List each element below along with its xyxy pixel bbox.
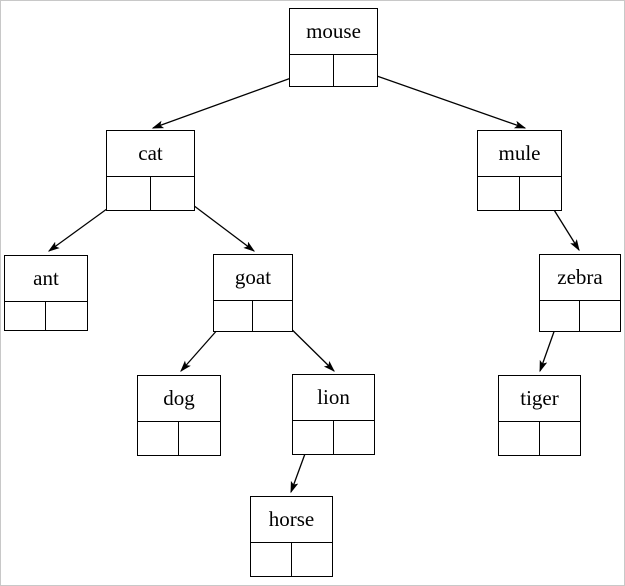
right-pointer-cell[interactable] <box>292 543 333 576</box>
pointer-row <box>499 422 580 455</box>
left-pointer-cell[interactable] <box>138 422 179 455</box>
pointer-row <box>251 543 332 576</box>
tree-node-tiger[interactable]: tiger <box>498 375 581 456</box>
right-pointer-cell[interactable] <box>179 422 220 455</box>
tree-node-label: zebra <box>540 255 620 301</box>
tree-node-label: horse <box>251 497 332 543</box>
left-pointer-cell[interactable] <box>540 301 580 331</box>
tree-node-ant[interactable]: ant <box>4 255 88 331</box>
tree-node-mouse[interactable]: mouse <box>289 8 378 87</box>
pointer-row <box>478 177 561 210</box>
right-pointer-cell[interactable] <box>540 422 581 455</box>
right-pointer-cell[interactable] <box>253 301 292 331</box>
tree-node-goat[interactable]: goat <box>213 254 293 332</box>
left-pointer-cell[interactable] <box>5 302 46 330</box>
pointer-row <box>290 55 377 86</box>
right-pointer-cell[interactable] <box>334 421 375 454</box>
right-pointer-cell[interactable] <box>46 302 87 330</box>
pointer-row <box>540 301 620 331</box>
left-pointer-cell[interactable] <box>293 421 334 454</box>
tree-node-cat[interactable]: cat <box>106 130 195 211</box>
tree-node-label: ant <box>5 256 87 302</box>
tree-node-label: dog <box>138 376 220 422</box>
pointer-row <box>107 177 194 210</box>
pointer-row <box>293 421 374 454</box>
tree-node-label: mouse <box>290 9 377 55</box>
left-pointer-cell[interactable] <box>478 177 520 210</box>
tree-node-label: cat <box>107 131 194 177</box>
tree-node-dog[interactable]: dog <box>137 375 221 456</box>
right-pointer-cell[interactable] <box>151 177 195 210</box>
tree-node-label: goat <box>214 255 292 301</box>
pointer-row <box>138 422 220 455</box>
pointer-row <box>5 302 87 330</box>
tree-node-label: mule <box>478 131 561 177</box>
pointer-arrow-mouse-to-mule <box>356 68 527 129</box>
tree-node-mule[interactable]: mule <box>477 130 562 211</box>
tree-node-zebra[interactable]: zebra <box>539 254 621 332</box>
left-pointer-cell[interactable] <box>214 301 253 331</box>
right-pointer-cell[interactable] <box>334 55 378 86</box>
tree-node-lion[interactable]: lion <box>292 374 375 455</box>
tree-node-label: tiger <box>499 376 580 422</box>
left-pointer-cell[interactable] <box>499 422 540 455</box>
right-pointer-cell[interactable] <box>520 177 562 210</box>
pointer-row <box>214 301 292 331</box>
left-pointer-cell[interactable] <box>290 55 334 86</box>
left-pointer-cell[interactable] <box>107 177 151 210</box>
tree-node-label: lion <box>293 375 374 421</box>
left-pointer-cell[interactable] <box>251 543 292 576</box>
right-pointer-cell[interactable] <box>580 301 620 331</box>
tree-node-horse[interactable]: horse <box>250 496 333 577</box>
